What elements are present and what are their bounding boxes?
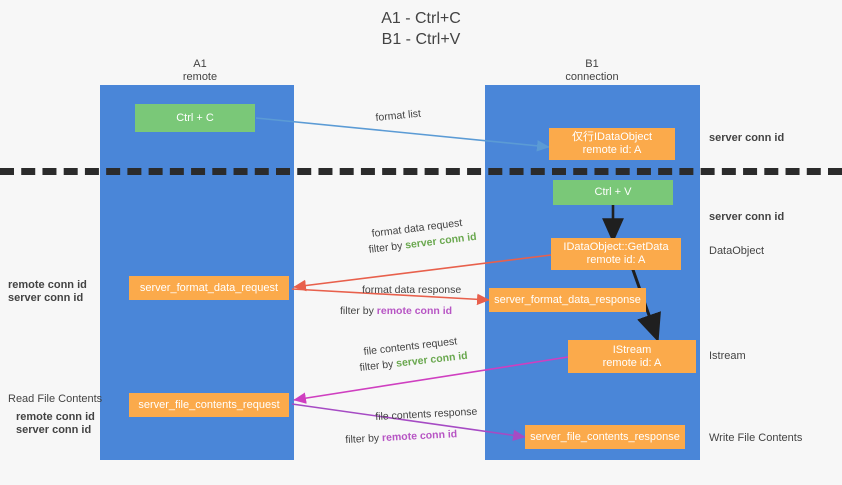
right-label-server-conn-id-mid: server conn id	[709, 211, 785, 223]
column-header-b1-sub: connection	[565, 71, 619, 83]
phase-divider	[0, 168, 842, 175]
box-server-file-contents-response-label: server_file_contents_response	[530, 430, 680, 443]
left-label-server-conn-id-mid: server conn id	[8, 292, 84, 304]
column-header-b1-name: B1	[585, 58, 599, 70]
box-idataobject-line2: remote id: A	[582, 144, 642, 156]
page-title: A1 - Ctrl+C B1 - Ctrl+V	[0, 8, 842, 50]
box-ctrl-c[interactable]: Ctrl + C	[135, 104, 255, 132]
right-label-write-file-contents: Write File Contents	[709, 432, 803, 444]
title-line-1: A1 - Ctrl+C	[381, 10, 461, 27]
box-istream-line2: remote id: A	[602, 356, 662, 369]
box-server-format-data-response[interactable]: server_format_data_response	[489, 288, 646, 312]
filter-key-remote-conn-id: remote conn id	[381, 428, 458, 445]
box-ctrl-v-line1: Ctrl + V	[594, 186, 632, 198]
left-label-remote-conn-id-low: remote conn id	[16, 411, 95, 423]
column-header-a1-sub: remote	[182, 71, 218, 83]
box-server-file-contents-request[interactable]: server_file_contents_request	[129, 393, 289, 417]
edge-label-file-contents-response: file contents response	[375, 405, 478, 423]
box-idataobject-line1: 仅行IDataObject	[571, 131, 653, 143]
box-istream-line1: IStream	[612, 343, 652, 356]
box-server-format-data-response-label: server_format_data_response	[494, 293, 641, 306]
right-label-server-conn-id-top: server conn id	[709, 132, 785, 144]
column-header-a1-name: A1	[193, 58, 207, 70]
edge-label-file-contents-response-filter: filter by remote conn id	[345, 428, 458, 447]
title-line-2: B1 - Ctrl+V	[381, 31, 461, 48]
filter-prefix: filter by	[359, 357, 397, 374]
filter-prefix: filter by	[368, 239, 406, 256]
box-idataobject[interactable]: 仅行IDataObject remote id: A	[549, 128, 675, 160]
left-label-remote-conn-id-mid: remote conn id	[8, 279, 87, 291]
edge-label-format-data-response: format data response	[362, 284, 462, 296]
right-label-istream: Istream	[709, 350, 746, 362]
box-ctrl-c-line1: Ctrl + C	[176, 111, 214, 124]
box-getdata-line2: remote id: A	[586, 254, 646, 266]
box-server-file-contents-response[interactable]: server_file_contents_response	[525, 425, 685, 449]
box-server-file-contents-request-label: server_file_contents_request	[138, 398, 280, 411]
left-label-server-conn-id-low: server conn id	[16, 424, 92, 436]
box-ctrl-v[interactable]: Ctrl + V	[553, 180, 673, 205]
box-istream[interactable]: IStream remote id: A	[568, 340, 696, 373]
box-server-format-data-request[interactable]: server_format_data_request	[129, 276, 289, 300]
left-label-read-file-contents: Read File Contents	[8, 393, 103, 405]
box-idataobject-getdata[interactable]: IDataObject::GetData remote id: A	[551, 238, 681, 270]
edge-label-format-list: format list	[375, 107, 422, 124]
filter-key-remote-conn-id: remote conn id	[376, 305, 453, 317]
right-label-dataobject: DataObject	[709, 245, 765, 257]
column-header-a1: A1 remote	[130, 58, 270, 84]
edge-label-format-data-response-filter: filter by remote conn id	[340, 305, 452, 318]
filter-prefix: filter by	[345, 432, 383, 446]
box-getdata-line1: IDataObject::GetData	[563, 241, 669, 253]
filter-prefix: filter by	[340, 305, 377, 317]
column-header-b1: B1 connection	[522, 58, 662, 84]
box-server-format-data-request-label: server_format_data_request	[139, 281, 279, 294]
